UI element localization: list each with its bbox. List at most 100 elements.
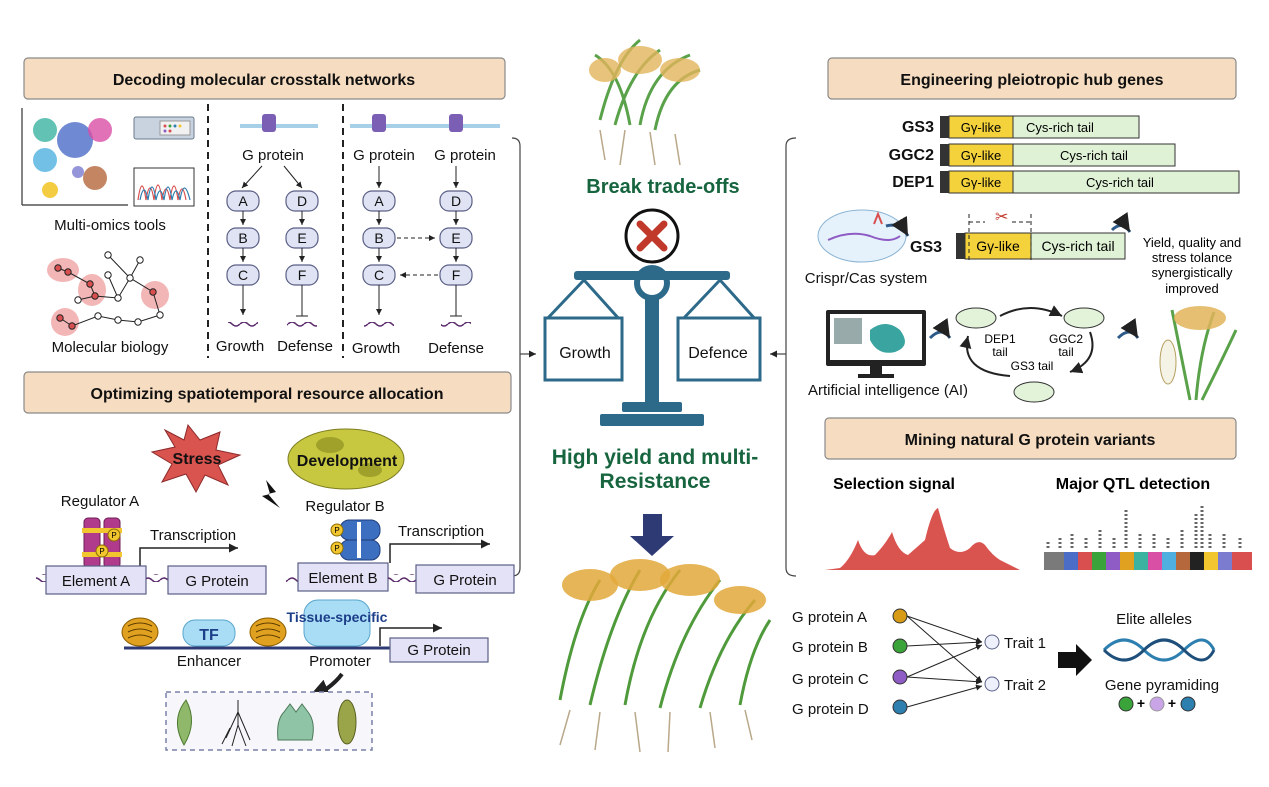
regulator-b-label: Regulator B — [305, 498, 384, 515]
phospho-label: P — [334, 544, 339, 553]
center-panel: Break trade-offs Growth Defence High yie… — [543, 38, 772, 753]
gprotein-box — [415, 564, 515, 594]
edit-domain-label: Gγ-like — [976, 238, 1020, 254]
regulator-a-label: Regulator A — [61, 493, 139, 510]
lightning-icon — [262, 480, 280, 508]
phospho-label: P — [99, 547, 104, 556]
svg-text:+: + — [1168, 695, 1176, 711]
scissors-icon: ✂ — [995, 209, 1008, 226]
elite-alleles-label: Elite alleles — [1116, 611, 1192, 628]
selection-signal-label: Selection signal — [833, 476, 955, 493]
node-f: F — [452, 267, 461, 283]
break-tradeoffs-label: Break trade-offs — [586, 176, 739, 198]
tf-label: TF — [199, 627, 219, 644]
gprotein-box — [389, 637, 489, 663]
node-e: E — [451, 230, 460, 246]
mining-panel: Mining natural G protein variants Select… — [792, 417, 1252, 718]
gprotein-box — [167, 565, 267, 595]
gprotein-box-label: G Protein — [433, 572, 496, 589]
node-b: B — [238, 230, 247, 246]
phospho-label: P — [111, 531, 116, 540]
decoding-title: Decoding molecular crosstalk networks — [113, 72, 415, 89]
node-e: E — [297, 230, 306, 246]
regulator-a-icon: P P — [82, 517, 122, 569]
gprotein-label: G protein — [353, 147, 415, 164]
balance-scale-icon — [543, 265, 762, 426]
growth-label: Growth — [352, 340, 400, 357]
pathway-independent: G protein A B C D E F Growth Defense — [216, 114, 333, 355]
trait2-dot — [984, 676, 1000, 692]
cycle-gs3: GS3 tail — [1011, 359, 1054, 373]
transcription-label: Transcription — [150, 527, 236, 544]
crispr-label: Crispr/Cas system — [805, 270, 928, 287]
development-label: Development — [297, 453, 398, 470]
cycle-dep1: DEP1 — [984, 332, 1016, 346]
down-arrow-icon — [630, 514, 674, 556]
protein-a-label: G protein A — [792, 609, 867, 626]
element-b-box — [297, 562, 389, 592]
gene-pyramiding-label: Gene pyramiding — [1105, 677, 1219, 694]
outcome-line3: synergistically — [1152, 265, 1233, 280]
trait2-label: Trait 2 — [1004, 677, 1046, 694]
defense-label: Defense — [277, 338, 333, 355]
chromatogram-icon — [133, 167, 195, 207]
outcome-line2: stress tolance — [1152, 250, 1232, 265]
regulator-b-icon: P P — [330, 519, 381, 561]
mining-header — [824, 417, 1237, 460]
left-bracket — [511, 137, 521, 577]
stress-label: Stress — [173, 451, 222, 468]
outcome-line1: Yield, quality and — [1143, 235, 1242, 250]
growth-label: Growth — [216, 338, 264, 355]
receptor-icon — [262, 114, 276, 132]
leaf-icon — [177, 699, 192, 746]
optimizing-panel: Optimizing spatiotemporal resource alloc… — [23, 371, 515, 751]
high-yield-line1: High yield and multi- — [552, 446, 759, 469]
gene-name-ggc2: GGC2 — [889, 147, 934, 164]
cycle-ggc2: GGC2 — [1049, 332, 1083, 346]
defense-label: Defense — [428, 340, 484, 357]
protein-b-dot — [892, 638, 908, 654]
node-d: D — [297, 193, 307, 209]
svg-text:+: + — [1137, 695, 1145, 711]
outcome-line4: improved — [1165, 281, 1218, 296]
engineering-header — [827, 57, 1237, 100]
protein-d-label: G protein D — [792, 701, 869, 718]
tail-label: Cys-rich tail — [1026, 120, 1094, 135]
gamma-domain-label: Gγ-like — [961, 175, 1001, 190]
node-d: D — [451, 193, 461, 209]
ai-label: Artificial intelligence (AI) — [808, 382, 968, 399]
pyramid-dot-purple — [1149, 696, 1165, 712]
protein-c-dot — [892, 669, 908, 685]
receptor-icon — [449, 114, 463, 132]
edit-gene-label: GS3 — [910, 239, 942, 256]
transcription-label: Transcription — [398, 523, 484, 540]
trait-links — [906, 615, 983, 708]
node-a: A — [238, 193, 248, 209]
edit-tail-label: Cys-rich tail — [1041, 238, 1114, 254]
gamma-domain-label: Gγ-like — [961, 120, 1001, 135]
node-b: B — [374, 230, 383, 246]
tail-cycle: DEP1 tail GGC2 tail GS3 tail — [955, 305, 1105, 403]
trait1-dot — [984, 634, 1000, 650]
trait1-label: Trait 1 — [1004, 635, 1046, 652]
dna-icon — [1102, 638, 1216, 662]
tail-label: Cys-rich tail — [1060, 148, 1128, 163]
element-b-label: Element B — [308, 570, 377, 587]
curved-arrow — [1110, 212, 1132, 233]
gene-name-dep1: DEP1 — [892, 174, 934, 191]
cycle-tail: tail — [1058, 345, 1073, 359]
right-bracket — [785, 137, 797, 577]
promoter-label: Promoter — [309, 653, 371, 670]
gamma-domain-label: Gγ-like — [961, 148, 1001, 163]
molbio-label: Molecular biology — [52, 339, 169, 356]
cycle-tail: tail — [992, 345, 1007, 359]
curved-arrow — [885, 215, 910, 237]
element-a-box — [45, 565, 147, 595]
protein-d-dot — [892, 699, 908, 715]
enhancer-label: Enhancer — [177, 653, 241, 670]
curved-arrow — [1116, 318, 1140, 340]
decoding-header — [23, 57, 506, 100]
stress-burst-icon — [150, 423, 242, 494]
tail-label: Cys-rich tail — [1086, 175, 1154, 190]
